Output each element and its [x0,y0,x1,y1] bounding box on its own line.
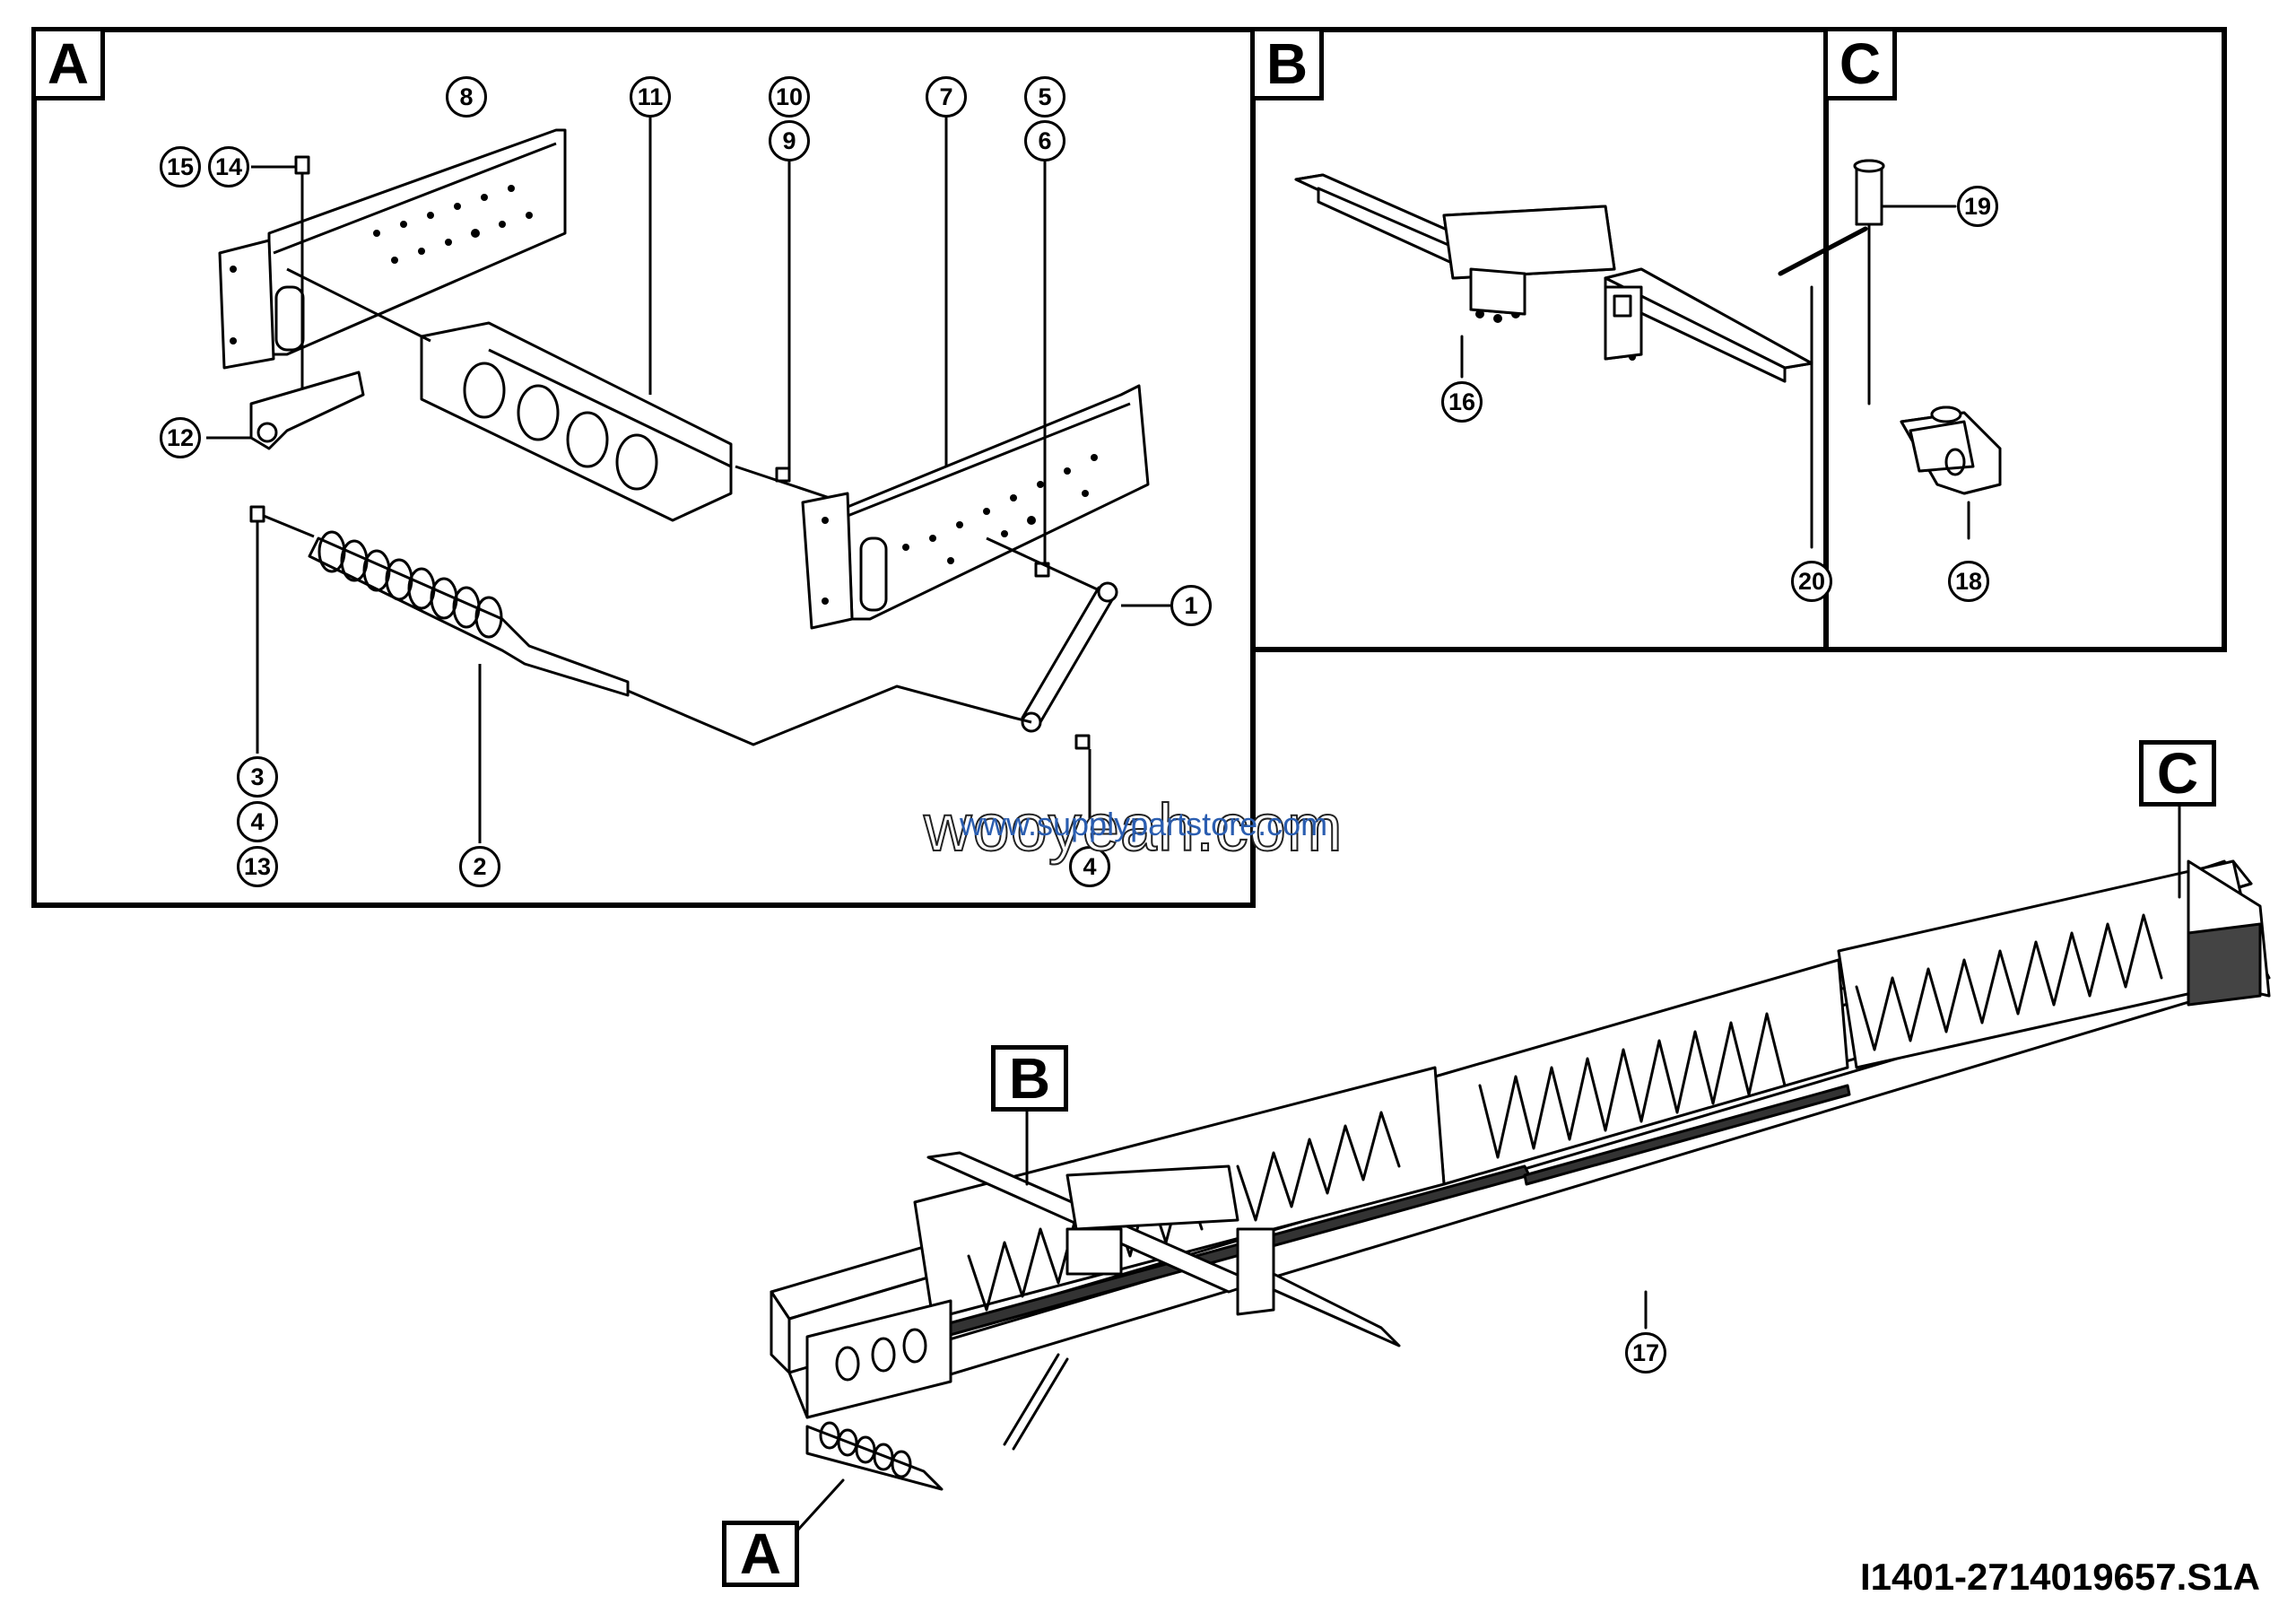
callout-14: 14 [208,146,249,187]
callout-18: 18 [1948,561,1989,602]
overview-label-b: B [991,1045,1068,1112]
callout-13: 13 [237,846,278,887]
callout-3: 3 [237,756,278,798]
panel-c-label: C [1823,27,1897,100]
callout-4-right: 4 [1069,846,1110,887]
callout-1: 1 [1170,585,1212,626]
callout-4: 4 [237,801,278,842]
chassis-frame-17 [770,801,2271,1531]
callout-15: 15 [160,146,201,187]
panel-a-label: A [31,27,105,100]
watermark-main: wooyeah.com [923,789,1344,866]
panel-b-label: B [1250,27,1324,100]
callout-20: 20 [1791,561,1832,602]
panel-b-frame [1250,27,1829,652]
callout-19: 19 [1957,186,1998,227]
callout-11: 11 [630,76,671,118]
callout-17: 17 [1625,1332,1666,1373]
callout-5: 5 [1024,76,1065,118]
callout-6: 6 [1024,120,1065,161]
overview-label-c: C [2139,740,2216,807]
overview-label-a: A [722,1521,799,1587]
callout-9: 9 [769,120,810,161]
callout-12: 12 [160,417,201,458]
callout-7: 7 [926,76,967,118]
callout-10: 10 [769,76,810,118]
callout-2: 2 [459,846,500,887]
panel-c-frame [1823,27,2227,652]
callout-16: 16 [1441,381,1483,423]
watermark-sub: www.supplypartstore.com [960,806,1328,842]
callout-8: 8 [446,76,487,118]
drawing-id: I1401-2714019657.S1A [1859,1556,2260,1598]
